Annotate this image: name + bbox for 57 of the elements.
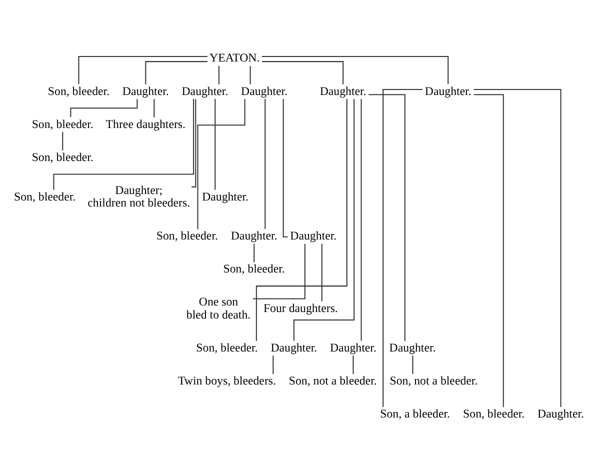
connector: [197, 98, 246, 229]
connector: [262, 60, 344, 84]
connector: [70, 98, 138, 117]
node-text: Son, not a bleeder.: [288, 373, 377, 388]
connector: [78, 55, 208, 84]
node-text: Son, bleeder.: [48, 83, 110, 98]
connector: [360, 98, 362, 340]
connector: [252, 243, 306, 299]
node-text: Daughter.: [389, 340, 436, 354]
connector: [62, 132, 64, 150]
node-text: Son, bleeder.: [32, 149, 94, 164]
node-text: Daughter.: [270, 340, 318, 354]
node-text: Daughter.: [538, 406, 584, 420]
connector: [321, 243, 322, 301]
connector: [382, 88, 422, 407]
node-text: One son bled to death.: [186, 294, 251, 321]
connector: [293, 98, 355, 340]
connector: [214, 98, 216, 190]
node-text: Daughter.: [182, 83, 228, 98]
node-text: Son, bleeder.: [14, 188, 76, 203]
node-text: Daughter.: [230, 228, 278, 242]
node-text: Daughter.: [424, 83, 472, 98]
connector: [412, 355, 414, 374]
connector: [474, 88, 562, 407]
connector: [53, 98, 194, 190]
node-text: Daughter.: [290, 228, 337, 242]
node-text: Daughter.: [330, 340, 376, 354]
connector: [250, 65, 251, 84]
connector: [474, 94, 504, 407]
connector: [154, 98, 155, 117]
connector: [368, 94, 406, 340]
node-text: Son, not a bleeder.: [390, 373, 478, 388]
node-text: Son, bleeder.: [156, 228, 218, 242]
node-text: Son, a bleeder.: [380, 406, 450, 420]
node-text: Son, bleeder.: [196, 340, 258, 354]
connector: [218, 65, 220, 84]
connector: [262, 55, 449, 84]
connector: [256, 98, 348, 340]
node-text: Daughter.: [122, 83, 169, 98]
connector: [264, 98, 266, 228]
node-text: Daughter; children not bleeders.: [88, 182, 190, 210]
node-text: Daughter.: [320, 83, 366, 98]
node-text: Four daughters.: [263, 300, 338, 315]
connector: [352, 355, 354, 374]
node-text: Three daughters.: [106, 116, 186, 130]
node-text: Son, bleeder.: [32, 116, 94, 130]
node-text: Son, bleeder.: [463, 406, 525, 420]
connector: [282, 98, 288, 237]
connector: [272, 355, 274, 374]
connector: [145, 60, 208, 84]
connector: [254, 243, 255, 262]
node-text: Daughter.: [202, 188, 249, 203]
connector: [192, 98, 196, 187]
node-text: Daughter.: [241, 83, 288, 98]
node-text: Twin boys, bleeders.: [178, 373, 276, 388]
node-text: Son, bleeder.: [223, 261, 285, 276]
node-text: YEATON.: [210, 50, 260, 64]
